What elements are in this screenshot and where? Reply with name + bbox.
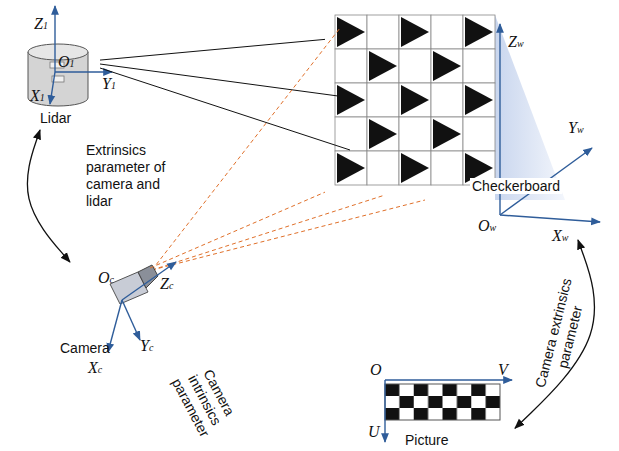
axis-label: Ow bbox=[478, 218, 496, 236]
ray-line bbox=[150, 192, 325, 268]
lidar-rays bbox=[100, 64, 350, 150]
edge-label: Extrinsics parameter of camera and lidar bbox=[86, 142, 186, 210]
axis-label: U bbox=[368, 424, 380, 442]
edge-label: Camera extrinsics parameter bbox=[530, 270, 593, 400]
picture-node: Picture bbox=[365, 360, 515, 451]
axis-label: Xc bbox=[88, 360, 102, 378]
camera-symbol bbox=[110, 265, 158, 304]
axis-label: X1 bbox=[30, 88, 45, 106]
parameter-label: Camera intrinsics parameter bbox=[165, 353, 245, 446]
checkerboard-grid bbox=[335, 15, 495, 185]
axis-label: Yc bbox=[140, 338, 153, 356]
axis-label: O bbox=[370, 362, 382, 380]
ray-line bbox=[100, 39, 325, 60]
node-label: Checkerboard bbox=[470, 178, 562, 194]
axis-label: Y1 bbox=[102, 76, 116, 94]
axis-label: V bbox=[498, 362, 508, 380]
axis-label: Zw bbox=[508, 34, 524, 52]
double-arrow bbox=[27, 130, 70, 262]
node-label: Camera bbox=[60, 340, 110, 356]
lidar-symbol bbox=[28, 44, 88, 106]
camera-rays bbox=[152, 28, 425, 270]
axis-label: Oc bbox=[98, 270, 114, 288]
checkerboard-node: Checkerboard bbox=[325, 12, 600, 240]
axis-label: Xw bbox=[552, 228, 568, 246]
double-arrow bbox=[515, 240, 594, 428]
node-label: Picture bbox=[405, 432, 449, 448]
axis-label: Zc bbox=[160, 276, 173, 294]
lidar-node: Lidar bbox=[20, 38, 100, 130]
axis-label: Z1 bbox=[34, 16, 48, 34]
node-label: Lidar bbox=[40, 110, 71, 126]
axis-label: Yw bbox=[568, 120, 584, 138]
picture-symbol bbox=[385, 384, 500, 420]
axis-label: O1 bbox=[58, 54, 75, 72]
board-side bbox=[495, 15, 565, 200]
